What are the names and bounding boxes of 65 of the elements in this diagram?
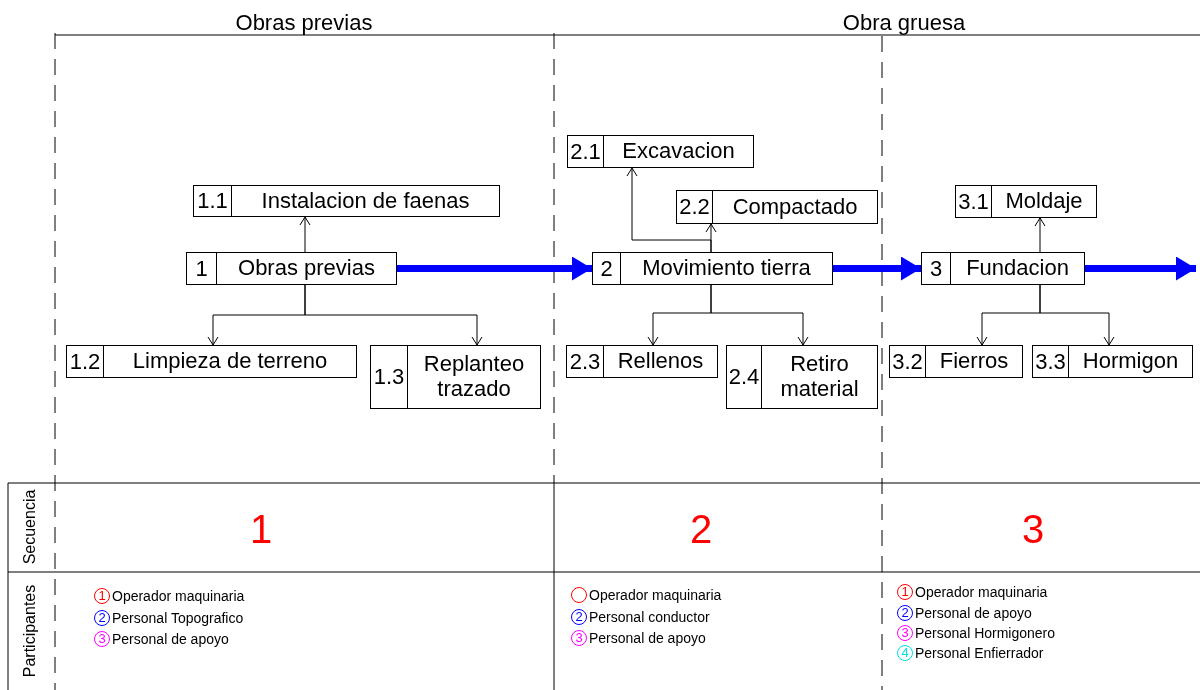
task-box	[370, 345, 541, 409]
arrow	[299, 216, 311, 253]
numbered-circle: 2	[897, 605, 913, 621]
task-number: 2.3	[567, 346, 604, 377]
arrow	[304, 284, 483, 346]
phase-heading: Obras previas	[235, 10, 373, 36]
task-label: Hormigon	[1081, 347, 1180, 376]
task-box	[592, 252, 833, 285]
task-box	[567, 135, 754, 168]
task-label: Limpieza de terreno	[131, 347, 329, 376]
participant-name: Operador maquinaria	[915, 584, 1048, 600]
arrow	[705, 223, 717, 253]
arrow	[1034, 217, 1046, 253]
task-box	[676, 190, 878, 224]
task-number: 2.4	[727, 346, 762, 408]
participant-name: Operador maquinaria	[112, 588, 245, 604]
sequence-number: 1	[249, 506, 273, 552]
task-box	[186, 252, 397, 285]
task-number: 1.2	[67, 346, 104, 377]
task-label: Excavacion	[621, 137, 736, 166]
task-label: Compactado	[731, 192, 859, 221]
task-label: Instalacion de faenas	[260, 186, 471, 215]
task-label: Movimiento tierra	[641, 254, 812, 283]
participant-name: Personal de apoyo	[112, 631, 229, 647]
task-number: 2.2	[677, 191, 713, 223]
task-box	[726, 345, 878, 409]
task-label: Rellenos	[616, 347, 705, 376]
task-label: Fundacion	[965, 254, 1070, 283]
task-number: 3.2	[890, 346, 926, 377]
task-box	[955, 185, 1097, 218]
task-box	[193, 185, 500, 217]
flow-arrow	[397, 256, 592, 281]
row-heading: Participantes	[21, 584, 39, 678]
participant-name: Personal de apoyo	[915, 605, 1032, 621]
task-label: Obras previas	[237, 254, 376, 283]
phase-heading: Obra gruesa	[842, 10, 966, 36]
task-number: 3.3	[1033, 346, 1069, 377]
task-number: 1.1	[194, 186, 232, 216]
sequence-number: 2	[689, 506, 713, 552]
task-box	[1032, 345, 1193, 378]
participant-name: Personal Hormigonero	[915, 625, 1056, 641]
task-number: 2.1	[568, 136, 604, 167]
task-number: 3.1	[956, 186, 992, 217]
participant-name: Personal Topografico	[112, 610, 244, 626]
task-label: Retiro material	[779, 350, 860, 403]
task-label: Moldaje	[1004, 187, 1084, 216]
task-box	[921, 252, 1085, 285]
participant-name: Operador maquinaria	[589, 587, 722, 603]
arrow	[1039, 284, 1115, 346]
row-heading: Secuencia	[21, 489, 39, 565]
flow-arrow	[833, 256, 921, 281]
participant-name: Personal Enfierrador	[915, 645, 1044, 661]
arrow	[710, 284, 809, 346]
task-number: 2	[593, 253, 621, 284]
participant-name: Personal conductor	[589, 609, 710, 625]
task-box	[566, 345, 718, 378]
task-box	[66, 345, 357, 378]
task-number: 3	[922, 253, 951, 284]
task-number: 1	[187, 253, 217, 284]
task-label: Fierros	[938, 347, 1010, 376]
participant-name: Personal de apoyo	[589, 630, 706, 646]
task-label: Replanteo trazado	[422, 350, 526, 403]
task-number: 1.3	[371, 346, 408, 408]
task-box	[889, 345, 1023, 378]
sequence-number: 3	[1021, 506, 1045, 552]
